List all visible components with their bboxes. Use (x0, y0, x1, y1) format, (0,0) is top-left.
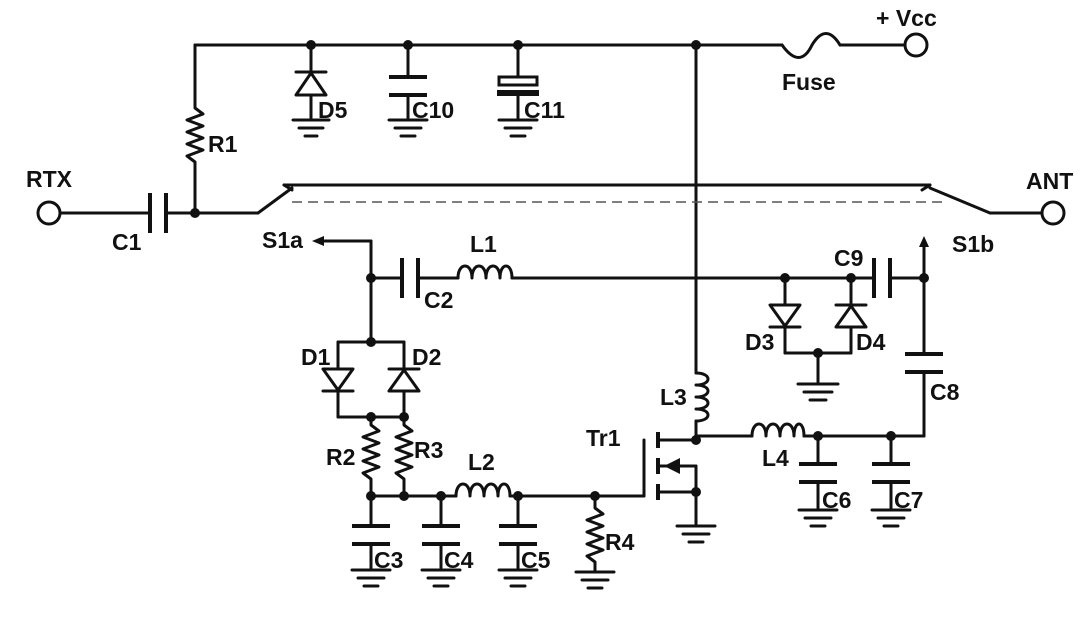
inductor-l1 (456, 264, 874, 280)
tr1-label: Tr1 (586, 425, 621, 451)
l4-label: L4 (762, 445, 789, 471)
r2-label: R2 (326, 444, 355, 470)
diode-d1 (321, 340, 406, 419)
c7-label: C7 (894, 487, 923, 513)
resistor-r2 (361, 415, 381, 498)
switch-contact-s1b (919, 236, 929, 354)
resistor-r4 (574, 494, 616, 590)
diode-d5 (291, 43, 331, 138)
d1-label: D1 (301, 344, 331, 370)
diode-d3 (768, 276, 802, 355)
capacitor-c10 (387, 43, 429, 138)
capacitor-c8 (905, 352, 943, 438)
l1-label: L1 (470, 231, 497, 257)
c4-label: C4 (444, 547, 474, 573)
r3-label: R3 (414, 437, 443, 463)
s1b-label: S1b (952, 231, 994, 257)
d2-label: D2 (412, 344, 441, 370)
r4-label: R4 (605, 529, 635, 555)
c5-label: C5 (521, 547, 551, 573)
capacitor-c9 (872, 258, 926, 298)
c8-label: C8 (930, 379, 960, 405)
s1a-label: S1a (262, 227, 303, 253)
rtx-label: RTX (26, 166, 73, 192)
supply-rail (193, 43, 784, 102)
l3-label: L3 (660, 384, 687, 410)
diode-d4 (834, 276, 868, 355)
transistor-tr1 (642, 432, 717, 544)
diode-d2 (336, 340, 421, 419)
d3-label: D3 (745, 329, 774, 355)
fuse (780, 32, 905, 59)
vcc-terminal[interactable] (903, 32, 929, 58)
ant-terminal[interactable] (1040, 200, 1066, 226)
capacitor-c5 (497, 494, 539, 588)
junction-dots (190, 40, 929, 501)
resistor-r1 (185, 98, 205, 215)
ant-label: ANT (1026, 168, 1073, 194)
c3-label: C3 (374, 547, 403, 573)
capacitor-c11 (497, 43, 539, 138)
inductor-l3 (694, 371, 710, 442)
d4-label: D4 (856, 329, 886, 355)
c10-label: C10 (412, 97, 454, 123)
fuse-label: Fuse (782, 69, 836, 95)
c6-label: C6 (822, 487, 851, 513)
c11-label: C11 (524, 97, 565, 123)
d3-d4-ground (783, 351, 853, 402)
rtx-terminal[interactable] (36, 200, 62, 226)
c2-label: C2 (424, 287, 453, 313)
r1-label: R1 (208, 131, 238, 157)
switch-s1 (256, 183, 1043, 215)
vcc-label: + Vcc (876, 5, 937, 31)
capacitor-c6 (797, 434, 839, 528)
c1-label: C1 (112, 229, 142, 255)
c9-label: C9 (834, 245, 863, 271)
bias-line (369, 482, 646, 498)
inductor-l4 (694, 422, 926, 438)
l2-label: L2 (468, 449, 495, 475)
switch-contact-s1a (312, 236, 373, 344)
d5-label: D5 (318, 97, 348, 123)
capacitor-c4 (420, 494, 462, 588)
capacitor-c1 (58, 193, 260, 233)
resistor-r3 (394, 415, 414, 498)
